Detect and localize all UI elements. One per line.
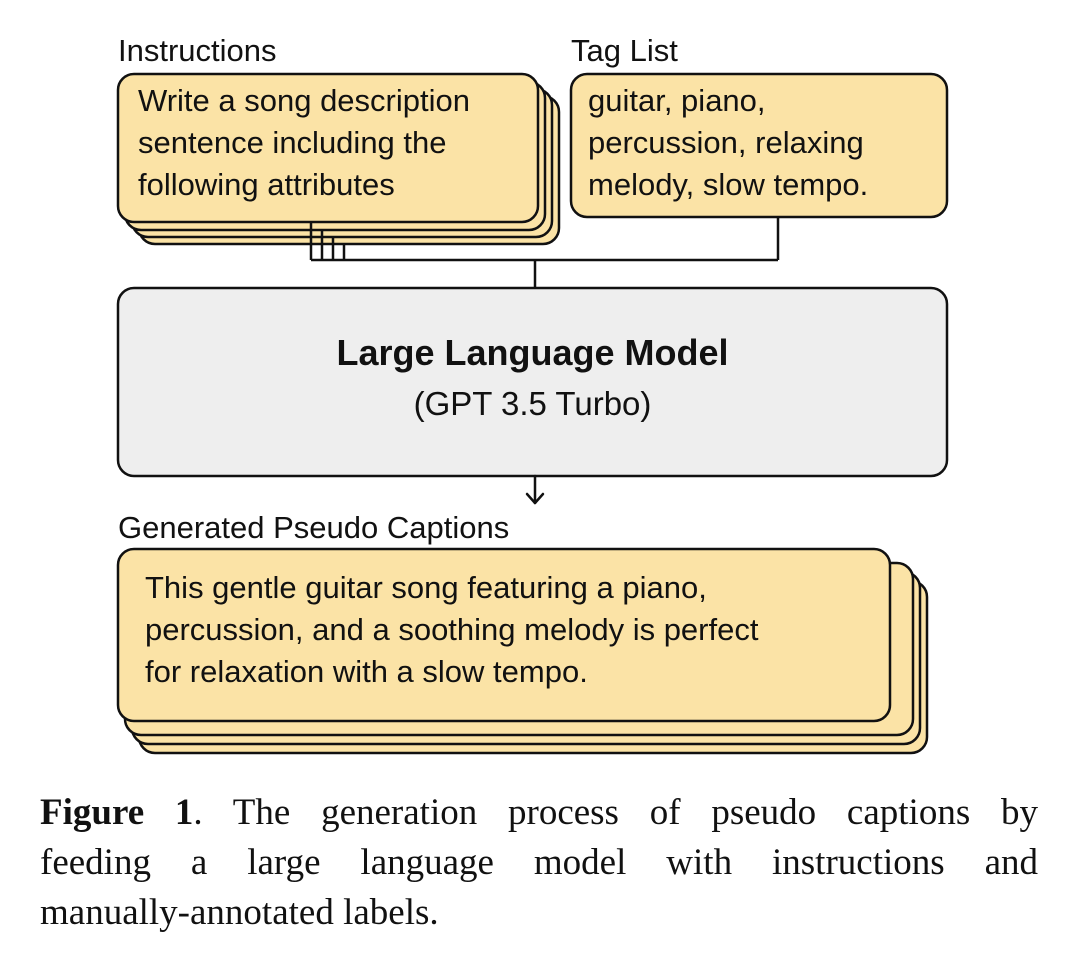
output-line: This gentle guitar song featuring a pian… (145, 570, 707, 605)
instructions-text: Write a song description sentence includ… (138, 80, 470, 206)
output-text: This gentle guitar song featuring a pian… (145, 567, 758, 693)
instructions-line: following attributes (138, 167, 395, 202)
tag-list-text: guitar, piano, percussion, relaxing melo… (588, 80, 868, 206)
down-arrow-icon (525, 474, 545, 505)
llm-label-group: Large Language Model (GPT 3.5 Turbo) (118, 288, 947, 476)
llm-title: Large Language Model (336, 332, 729, 373)
output-card (116, 547, 892, 723)
tag-list-label: Tag List (571, 33, 678, 68)
instructions-label: Instructions (118, 33, 277, 68)
llm-box (116, 286, 949, 478)
output-card-stack (116, 547, 929, 755)
figure-number: Figure 1 (40, 792, 194, 833)
tag-list-line: percussion, relaxing (588, 125, 864, 160)
output-line: for relaxation with a slow tempo. (145, 654, 588, 689)
caption-line: feeding a large language model with inst… (40, 842, 1038, 883)
tag-list-line: guitar, piano, (588, 83, 766, 118)
caption-line: Figure 1. The generation process of pseu… (40, 788, 1038, 838)
tag-list-line: melody, slow tempo. (588, 167, 869, 202)
instructions-card (116, 72, 540, 224)
llm-subtitle: (GPT 3.5 Turbo) (413, 385, 652, 422)
instructions-line: sentence including the (138, 125, 447, 160)
output-label: Generated Pseudo Captions (118, 510, 510, 545)
caption-text: . The generation process of pseudo capti… (193, 792, 1038, 833)
tag-list-card (569, 72, 949, 219)
instructions-line: Write a song description (138, 83, 470, 118)
caption-line: manually-annotated labels. (40, 892, 439, 933)
instructions-connectors (309, 222, 778, 262)
output-line: percussion, and a soothing melody is per… (145, 612, 759, 647)
figure-caption: Figure 1. The generation process of pseu… (40, 788, 1038, 938)
instructions-card-stack (116, 72, 561, 246)
